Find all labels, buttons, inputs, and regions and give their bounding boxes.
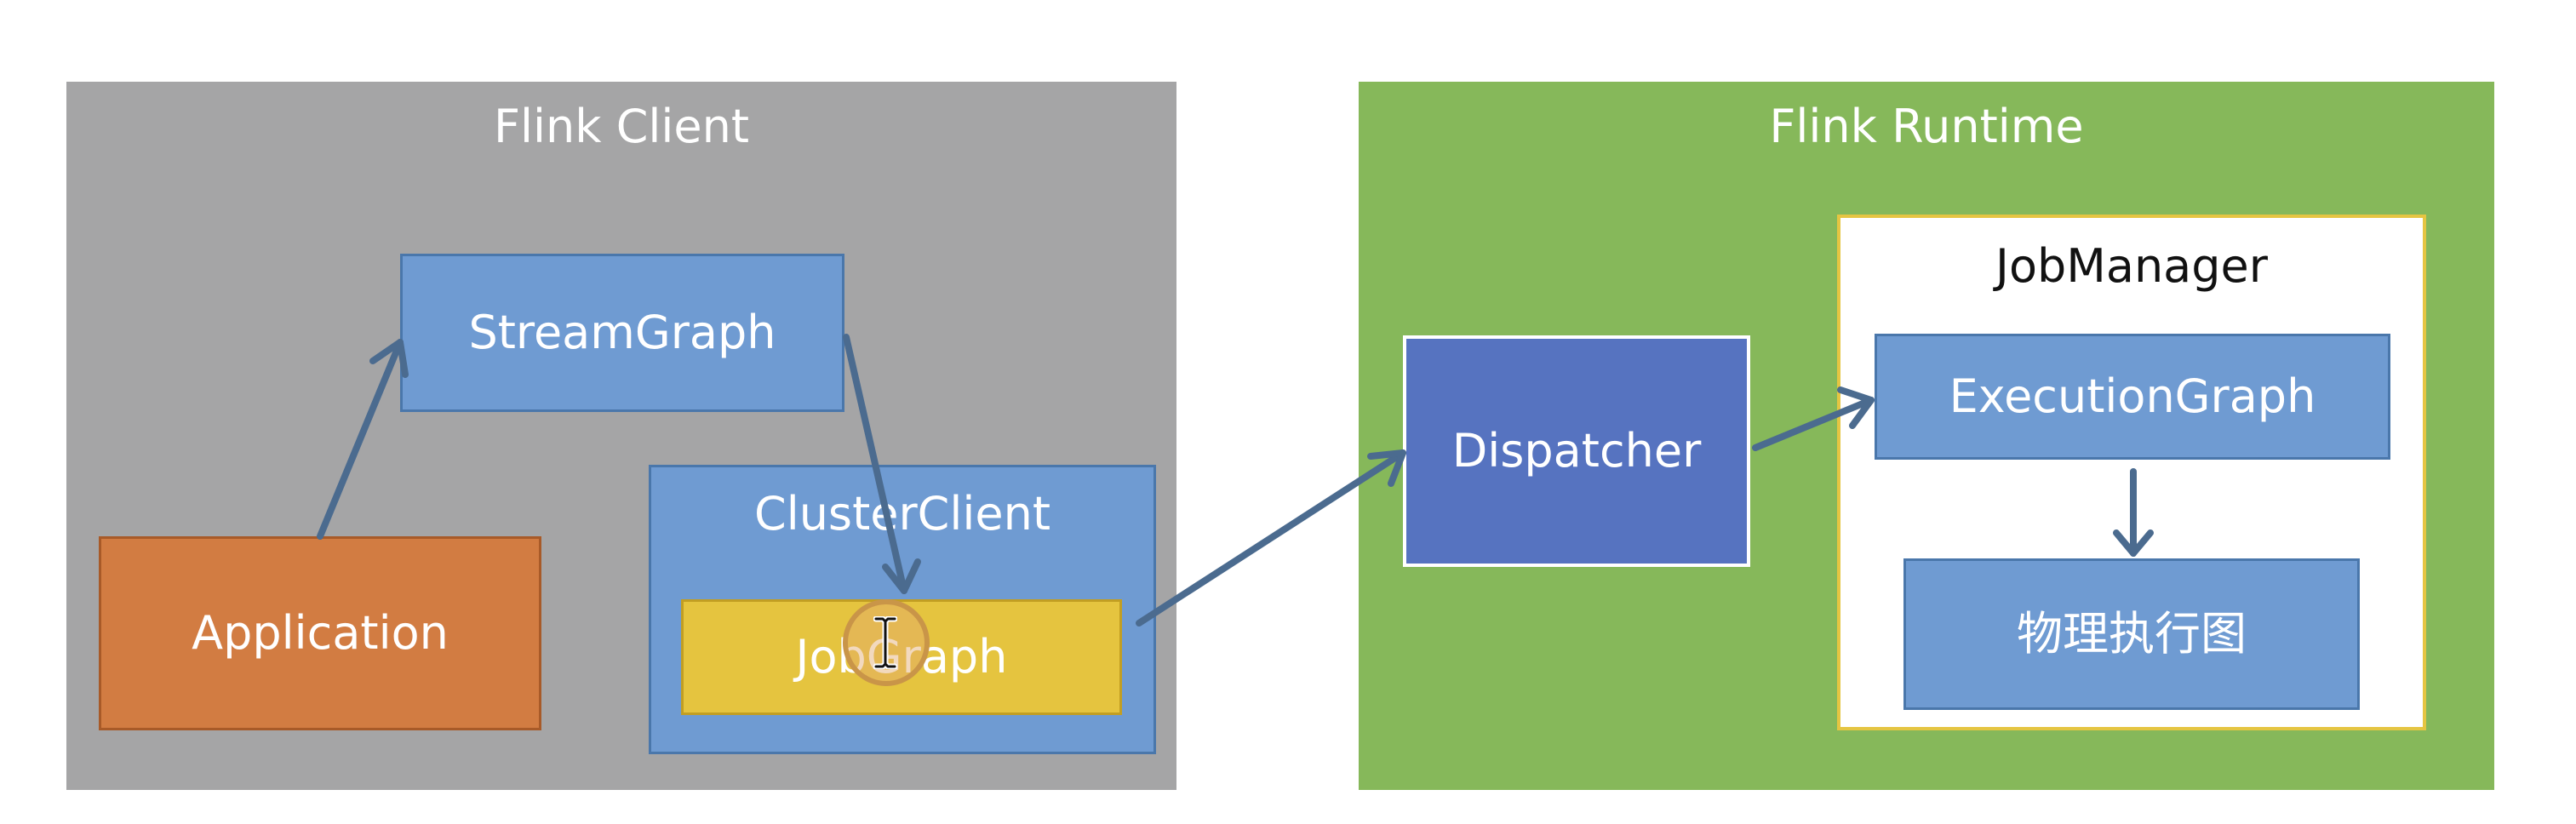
executiongraph-node: ExecutionGraph [1875,334,2390,460]
physical-execution-graph-node: 物理执行图 [1903,558,2360,710]
jobmanager-label: JobManager [1995,239,2268,293]
dispatcher-node: Dispatcher [1403,335,1750,567]
flink-runtime-title: Flink Runtime [1769,100,2084,153]
flink-client-title: Flink Client [493,100,750,153]
application-node: Application [99,536,541,730]
clusterclient-label: ClusterClient [754,487,1050,541]
streamgraph-node: StreamGraph [400,254,844,412]
text-cursor-icon [873,616,897,669]
